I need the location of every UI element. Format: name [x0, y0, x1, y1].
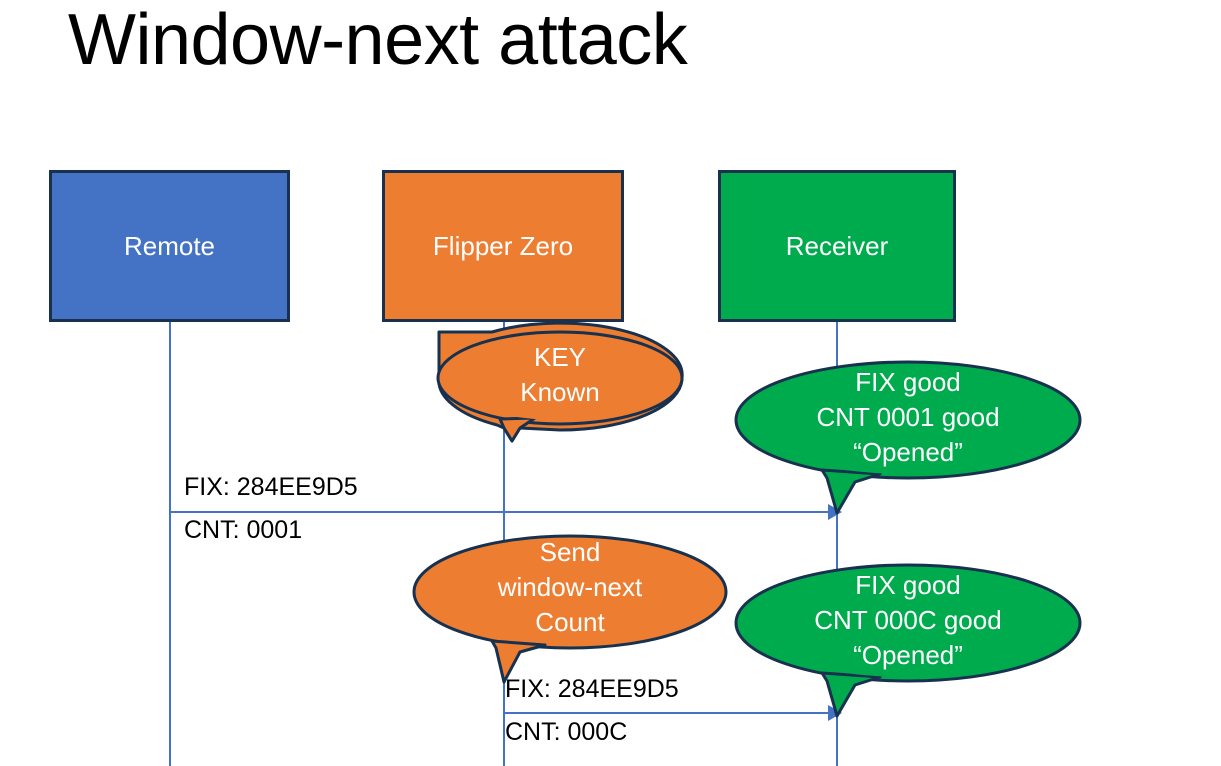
callout-receiver-ok-000c-shape — [734, 563, 1082, 718]
message-label-2-cnt: CNT: 000C — [505, 718, 628, 746]
actor-label-flipper: Flipper Zero — [432, 230, 574, 261]
callout-receiver-ok-0001-shape — [734, 360, 1082, 515]
message-label-1-fix: FIX: 284EE9D5 — [184, 473, 358, 501]
page-title: Window-next attack — [68, 0, 688, 80]
message-label-1-cnt: CNT: 0001 — [184, 516, 303, 544]
actor-box-flipper[interactable]: Flipper Zero — [382, 170, 624, 322]
actor-box-receiver[interactable]: Receiver — [718, 170, 956, 322]
actor-label-remote: Remote — [123, 230, 216, 261]
callout-send-window-next-shape — [412, 534, 728, 684]
actor-label-receiver: Receiver — [785, 230, 889, 261]
message-arrowhead-1 — [828, 504, 842, 520]
actor-box-remote[interactable]: Remote — [49, 170, 290, 322]
callout-key-known-shape — [436, 321, 684, 443]
message-label-2-fix: FIX: 284EE9D5 — [505, 675, 679, 703]
